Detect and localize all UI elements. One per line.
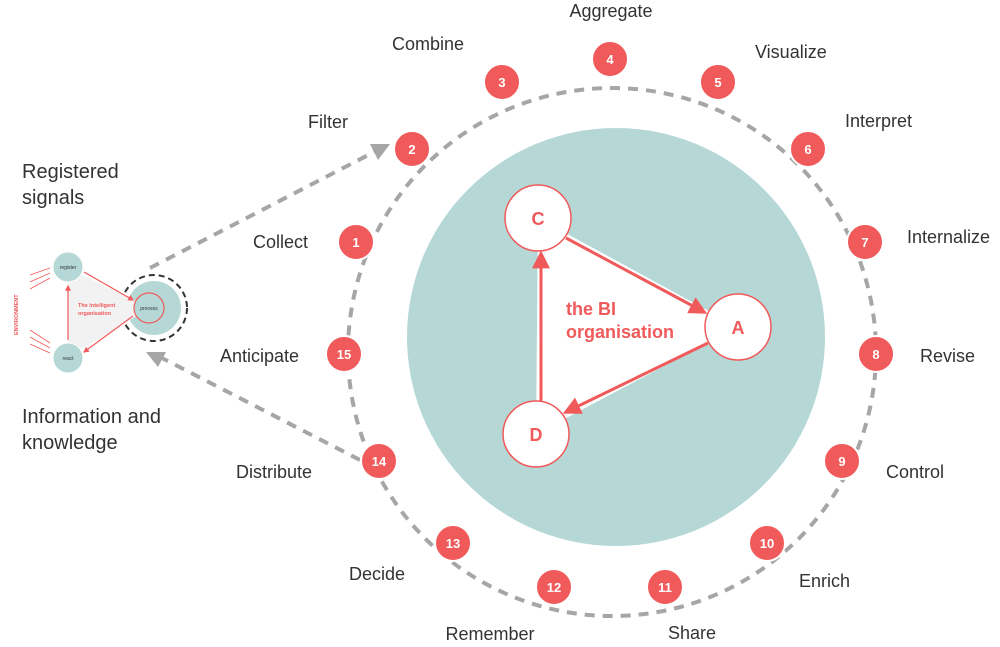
step-label-12: Remember xyxy=(445,624,534,644)
mini-center-line2: organisation xyxy=(78,311,112,317)
bi-triangle xyxy=(536,218,738,434)
step-circle-5 xyxy=(699,63,737,101)
step-circle-2 xyxy=(393,130,431,168)
step-label-13: Decide xyxy=(349,564,405,584)
mini-diagram: register process react The intelligent o… xyxy=(14,251,188,374)
cycle-step-2: 2 Filter xyxy=(308,112,431,168)
information-knowledge-line2: knowledge xyxy=(22,432,118,454)
cycle-step-5: 5 Visualize xyxy=(699,42,827,101)
step-number-2: 2 xyxy=(408,142,415,157)
step-number-12: 12 xyxy=(547,580,561,595)
step-label-6: Interpret xyxy=(845,111,912,131)
step-circle-13 xyxy=(434,524,472,562)
step-number-11: 11 xyxy=(658,580,672,595)
cycle-step-15: 15 Anticipate xyxy=(220,335,363,373)
step-circle-10 xyxy=(748,524,786,562)
center-label-line1: the BI xyxy=(566,299,616,319)
mini-center-line1: The intelligent xyxy=(78,303,115,309)
mini-process: process xyxy=(140,306,158,312)
step-circle-14 xyxy=(360,442,398,480)
signals-arrow xyxy=(149,149,377,270)
arrow-a-to-d xyxy=(562,341,709,414)
step-number-10: 10 xyxy=(760,536,774,551)
node-c: C xyxy=(504,184,572,252)
step-label-15: Anticipate xyxy=(220,346,299,366)
step-circle-4 xyxy=(591,40,629,78)
cycle-step-8: 8 Revise xyxy=(857,335,975,373)
cycle-step-3: 3 Combine xyxy=(392,34,521,101)
node-a: A xyxy=(704,293,772,361)
step-label-10: Enrich xyxy=(799,571,850,591)
node-c-label: C xyxy=(532,209,545,229)
step-label-3: Combine xyxy=(392,34,464,54)
step-number-8: 8 xyxy=(872,347,879,362)
step-circle-3 xyxy=(483,63,521,101)
step-circle-12 xyxy=(535,568,573,606)
step-label-5: Visualize xyxy=(755,42,827,62)
step-circle-6 xyxy=(789,130,827,168)
step-circle-11 xyxy=(646,568,684,606)
knowledge-arrow xyxy=(159,355,361,462)
cycle-steps: 1 Collect 2 Filter 3 Combine 4 Aggregate 5 Visual… xyxy=(220,1,990,644)
node-d-label: D xyxy=(530,425,543,445)
cycle-step-4: 4 Aggregate xyxy=(569,1,653,78)
arrow-c-to-a xyxy=(565,236,708,314)
step-number-14: 14 xyxy=(372,454,387,469)
node-a-label: A xyxy=(732,318,745,338)
mini-register: register xyxy=(60,265,77,271)
step-number-7: 7 xyxy=(861,235,868,250)
mini-environment-arrows xyxy=(29,267,51,354)
step-circle-8 xyxy=(857,335,895,373)
center-label-line2: organisation xyxy=(566,322,674,342)
step-circle-15 xyxy=(325,335,363,373)
registered-signals-line1: Registered xyxy=(22,161,119,183)
cycle-step-7: 7 Internalize xyxy=(846,223,990,261)
step-label-7: Internalize xyxy=(907,227,990,247)
step-number-4: 4 xyxy=(606,52,614,67)
step-circle-1 xyxy=(337,223,375,261)
step-label-8: Revise xyxy=(920,346,975,366)
step-circle-7 xyxy=(846,223,884,261)
step-label-2: Filter xyxy=(308,112,348,132)
node-d: D xyxy=(502,400,570,468)
cycle-step-6: 6 Interpret xyxy=(789,111,912,168)
step-label-9: Control xyxy=(886,462,944,482)
step-number-13: 13 xyxy=(446,536,460,551)
step-circle-9 xyxy=(823,442,861,480)
registered-signals-line2: signals xyxy=(22,187,84,209)
step-number-5: 5 xyxy=(714,75,721,90)
step-label-4: Aggregate xyxy=(569,1,652,21)
step-number-6: 6 xyxy=(804,142,811,157)
mini-react: react xyxy=(62,356,74,362)
signals-arrowhead xyxy=(370,144,390,160)
step-number-9: 9 xyxy=(838,454,845,469)
knowledge-arrowhead xyxy=(146,352,166,367)
step-label-1: Collect xyxy=(253,232,308,252)
step-label-14: Distribute xyxy=(236,462,312,482)
cycle-step-1: 1 Collect xyxy=(253,223,375,261)
mini-environment: ENVIRONMENT xyxy=(14,294,20,335)
information-knowledge-line1: Information and xyxy=(22,406,161,428)
step-number-15: 15 xyxy=(337,347,351,362)
step-number-3: 3 xyxy=(498,75,505,90)
step-number-1: 1 xyxy=(352,235,359,250)
step-label-11: Share xyxy=(668,623,716,643)
